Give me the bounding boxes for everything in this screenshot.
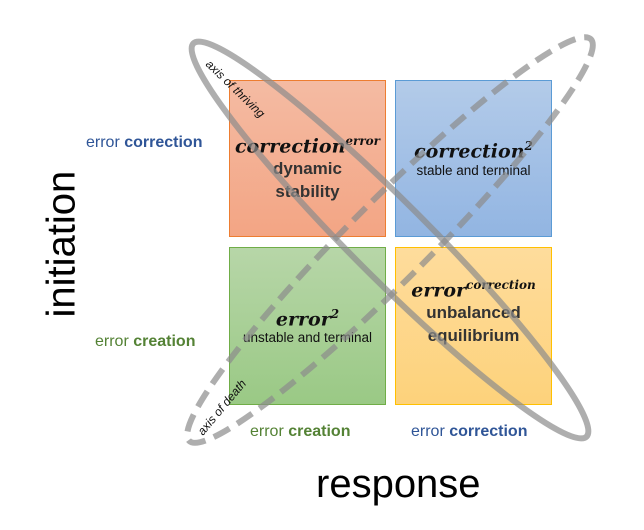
label-bold: correction xyxy=(124,134,203,151)
quadrant-error-squared: error2 unstable and terminal xyxy=(229,247,386,405)
label-bold: creation xyxy=(288,423,351,440)
label-prefix: error xyxy=(411,423,445,440)
quadrant-subtitle: stable and terminal xyxy=(416,162,531,178)
axis-of-thriving-ellipse xyxy=(188,38,592,442)
formula: error2 xyxy=(275,306,340,331)
row-label-correction: error correction xyxy=(86,134,202,152)
x-axis-label: response xyxy=(316,462,481,506)
label-prefix: error xyxy=(86,134,120,151)
label-bold: correction xyxy=(449,423,528,440)
row-label-creation: error creation xyxy=(95,333,195,351)
formula: correction2 xyxy=(414,139,533,163)
axis-of-death-ellipse xyxy=(184,34,596,446)
col-label-correction: error correction xyxy=(411,423,527,441)
formula: correctionerror xyxy=(234,133,380,158)
label-bold: creation xyxy=(133,333,196,350)
axis-of-death-label: axis of death xyxy=(195,377,250,438)
quadrant-subtitle: unstable and terminal xyxy=(242,330,373,346)
label-prefix: error xyxy=(250,423,284,440)
label-prefix: error xyxy=(95,333,129,350)
col-label-creation: error creation xyxy=(250,423,350,441)
